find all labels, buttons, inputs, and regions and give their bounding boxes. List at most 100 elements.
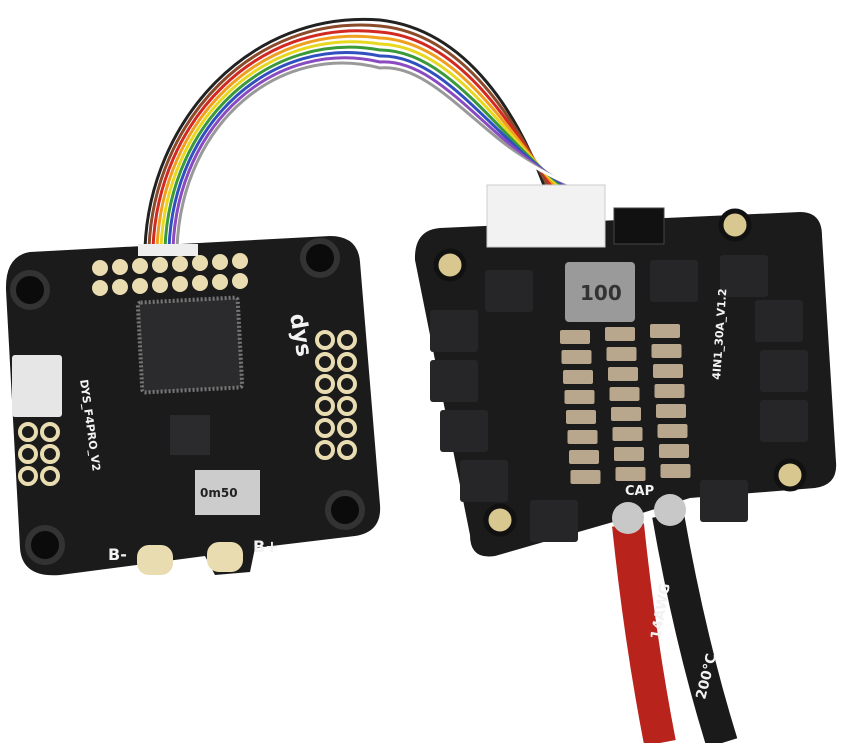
through-hole [40, 466, 60, 486]
battery-pad [137, 545, 173, 575]
solder-pad [132, 278, 148, 294]
ribbon-wire [159, 40, 563, 249]
mosfet [430, 310, 478, 352]
shunt-label: 0m50 [200, 486, 238, 500]
through-hole [315, 330, 335, 350]
mount-hole [325, 490, 365, 530]
esc-header [613, 207, 665, 245]
shunt-resistor [195, 470, 260, 515]
mosfet [485, 270, 533, 312]
through-hole [315, 374, 335, 394]
capacitor [569, 450, 599, 464]
through-hole [315, 418, 335, 438]
red-wire-print: 14AWG [648, 582, 674, 641]
through-hole [337, 330, 357, 350]
capacitor [570, 470, 601, 484]
capacitor [563, 370, 593, 384]
mosfet [760, 400, 808, 442]
through-hole [315, 396, 335, 416]
solder-pad [112, 279, 128, 295]
inductor [565, 262, 635, 322]
ribbon-wire [171, 56, 574, 249]
fc-connector [138, 244, 198, 256]
capacitor [609, 387, 640, 401]
capacitor [654, 384, 685, 398]
solder-pad [192, 255, 208, 271]
fc-pcb [5, 236, 381, 576]
flight-controller-board: 0m50 dys DYS_F4PRO_V2 B- B+ [5, 236, 381, 576]
ribbon-wire [155, 34, 559, 249]
mount-hole [10, 270, 50, 310]
through-hole [40, 444, 60, 464]
capacitor [564, 390, 595, 404]
capacitor-bank [560, 324, 691, 484]
cap-label: CAP [625, 484, 654, 499]
capacitor [605, 327, 635, 341]
solder-joint [612, 502, 644, 534]
capacitor [567, 430, 598, 444]
mount-hole [25, 525, 65, 565]
mount-hole [773, 458, 807, 492]
solder-pad [212, 274, 228, 290]
solder-pad [212, 254, 228, 270]
through-hole [337, 418, 357, 438]
mount-hole [433, 248, 467, 282]
capacitor [561, 350, 592, 364]
solder-pad [92, 280, 108, 296]
capacitor [653, 364, 683, 378]
capacitor [651, 344, 682, 358]
capacitor [657, 424, 688, 438]
capacitor [650, 324, 680, 338]
solder-pad [152, 257, 168, 273]
mosfet [650, 260, 698, 302]
through-hole [18, 422, 38, 442]
solder-pad [172, 276, 188, 292]
through-hole [18, 444, 38, 464]
mount-hole [483, 503, 517, 537]
through-hole [315, 440, 335, 460]
ribbon-wire [147, 23, 551, 249]
red-wire [612, 523, 676, 743]
esc-model-label: 4IN1_30A_V1.2 [710, 288, 729, 380]
capacitor [615, 467, 646, 481]
mosfet [760, 350, 808, 392]
mcu-chip [135, 295, 245, 395]
fc-pads [18, 253, 357, 575]
black-wire [652, 512, 738, 743]
ribbon-cable [143, 17, 582, 249]
mosfet [720, 255, 768, 297]
capacitor [608, 367, 638, 381]
ribbon-wire [179, 66, 582, 249]
solder-pad [232, 273, 248, 289]
solder-pad [172, 256, 188, 272]
esc-connector [486, 184, 606, 248]
capacitor [611, 407, 641, 421]
battery-pad [207, 542, 243, 572]
capacitor [560, 330, 590, 344]
mosfets [430, 255, 808, 542]
capacitor [614, 447, 644, 461]
mount-hole [718, 208, 752, 242]
solder-pad [132, 258, 148, 274]
solder-pad [92, 260, 108, 276]
ribbon-wire [175, 61, 578, 249]
through-hole [337, 396, 357, 416]
usb-port [12, 355, 62, 417]
ribbon-wire [143, 17, 547, 249]
through-hole [18, 466, 38, 486]
through-hole [315, 352, 335, 372]
capacitor [659, 444, 689, 458]
capacitor [566, 410, 596, 424]
mosfet [530, 500, 578, 542]
capacitor [656, 404, 686, 418]
power-leads: 14AWG 200°C [612, 494, 738, 743]
capacitor [612, 427, 643, 441]
mosfet [755, 300, 803, 342]
esc-board: 100 4IN1_30A_V1.2 CAP [414, 184, 837, 557]
mount-hole [300, 238, 340, 278]
pad-pos-label: B+ [253, 537, 279, 556]
capacitor [606, 347, 637, 361]
ribbon-wire [163, 45, 566, 249]
mosfet [460, 460, 508, 502]
